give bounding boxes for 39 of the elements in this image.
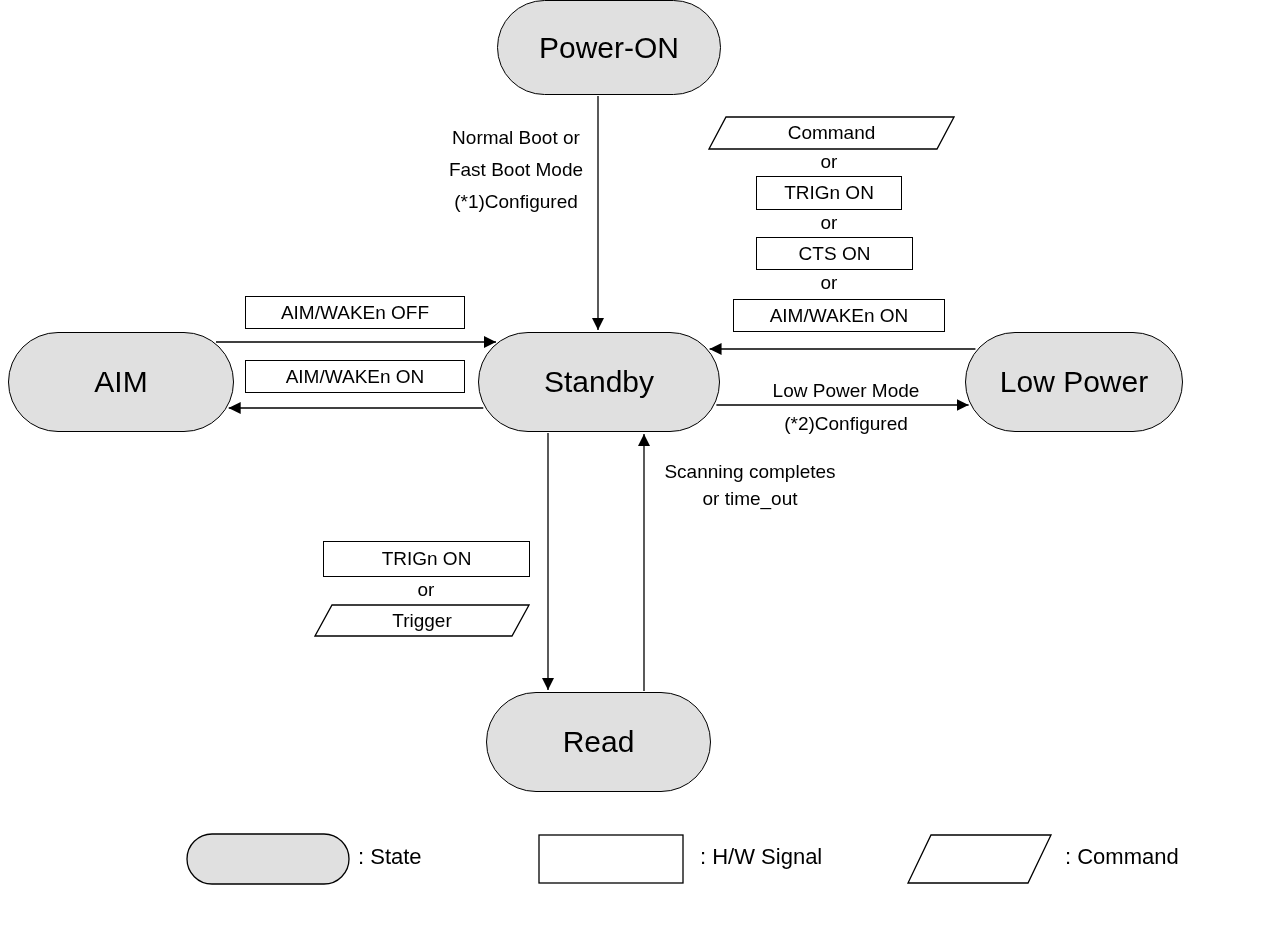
arrow [638,433,650,692]
node-text: CTS ON [798,242,871,265]
signal-box [245,360,465,393]
command-parallelogram [708,116,955,150]
node-text: TRIGn ON [784,182,874,204]
node-text: Power-ON [539,30,679,65]
signal-box [733,299,945,332]
command-parallelogram [314,604,530,637]
or-label: or [820,150,838,174]
node-text: AIM/WAKEn OFF [280,301,430,324]
node-text: Standby [543,365,655,399]
arrow [592,95,604,331]
node-text: AIM [94,365,148,399]
edge-label: Low Power Mode (*2)Configured [771,379,921,436]
node-text: Read [562,725,635,759]
node-text: Low Power [999,365,1149,399]
legend-text: : H/W Signal [700,844,823,870]
signal-box [756,237,913,270]
node-text: Trigger [392,609,452,632]
node-text: Command [787,122,876,144]
node-text: AIM/WAKEn ON [285,365,425,388]
or-label: or [820,271,838,295]
or-label: or [417,578,435,602]
arrow [708,343,977,355]
edge-label: Normal Boot or Fast Boot Mode (*1)Configured [447,126,585,214]
edge-label: Scanning completes or time_out [663,460,837,512]
arrow [228,402,484,414]
arrow [542,432,554,691]
signal-box [323,541,530,577]
or-label: or [820,211,838,235]
node-text: TRIGn ON [381,548,472,570]
arrow [715,399,970,411]
node-text: AIM/WAKEn ON [769,304,909,327]
state-node [478,332,720,432]
signal-box [756,176,902,210]
legend-text: : State [358,844,422,870]
arrow [215,336,497,348]
legend-text: : Command [1065,844,1179,870]
signal-box [245,296,465,329]
